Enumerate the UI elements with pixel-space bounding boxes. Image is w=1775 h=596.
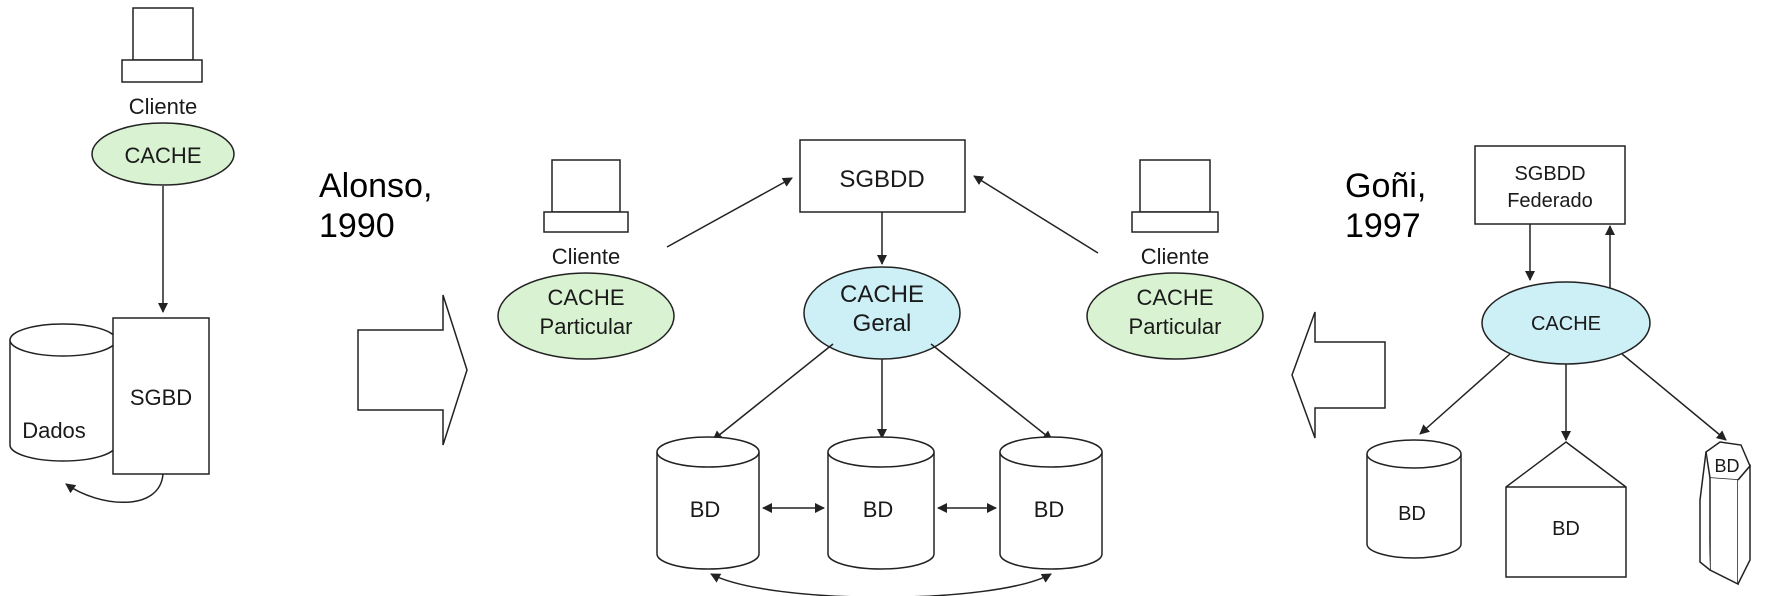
left-client-to-sgbdd-arrow	[666, 177, 793, 248]
left-block-arrow	[1291, 311, 1386, 439]
left-client-computer-icon	[121, 7, 203, 83]
center-right-private-cache-node	[1086, 272, 1264, 360]
center-global-cache-line2: Geral	[853, 310, 912, 337]
center-right-client-label: Cliente	[1141, 244, 1209, 269]
center-db1-cylinder	[656, 436, 760, 570]
center-right-cache-line2: Particular	[1129, 314, 1222, 339]
center-left-client-computer-icon	[543, 159, 629, 233]
center-db2-cylinder	[827, 436, 935, 570]
goni-label-line2: 1997	[1345, 207, 1421, 245]
center-db3-cylinder	[999, 436, 1103, 570]
left-data-cylinder	[9, 323, 117, 462]
global-cache-to-db3-arrow	[930, 343, 1053, 441]
center-left-cache-line1: CACHE	[547, 285, 624, 310]
right-sgbdd-federado-box	[1474, 145, 1626, 225]
right-cache-to-prism-arrow	[1621, 353, 1727, 441]
center-db3-label: BD	[1034, 497, 1065, 522]
left-cache-label: CACHE	[124, 143, 201, 168]
global-cache-to-db1-arrow	[712, 343, 834, 441]
center-left-cache-line2: Particular	[540, 314, 633, 339]
center-left-private-cache-node	[497, 272, 675, 360]
left-data-label: Dados	[22, 418, 86, 443]
right-cache-label: CACHE	[1531, 313, 1601, 335]
center-right-client-computer-icon	[1131, 159, 1219, 233]
right-sgbdd-line2: Federado	[1507, 190, 1593, 212]
right-db-house-label: BD	[1552, 518, 1580, 540]
center-right-cache-line1: CACHE	[1136, 285, 1213, 310]
right-db-house-shape	[1505, 441, 1627, 578]
center-left-client-label: Cliente	[552, 244, 620, 269]
left-cache-node	[91, 122, 235, 186]
db1-db3-bidirectional-arc	[710, 573, 1052, 596]
center-db1-label: BD	[690, 497, 721, 522]
left-sgbd-to-data-arrow	[65, 473, 164, 503]
center-sgbdd-label: SGBDD	[839, 166, 924, 193]
right-cache-to-cylinder-arrow	[1419, 353, 1511, 435]
center-db2-label: BD	[863, 497, 894, 522]
right-sgbdd-line1: SGBDD	[1514, 163, 1585, 185]
center-sgbdd-box	[799, 139, 966, 213]
left-sgbd-box	[112, 317, 210, 475]
left-sgbd-label: SGBD	[130, 385, 192, 410]
goni-label-line1: Goñi,	[1345, 167, 1426, 205]
right-db-cylinder-label: BD	[1398, 503, 1426, 525]
right-block-arrow	[357, 294, 468, 446]
right-db-prism-label: BD	[1714, 456, 1739, 476]
center-global-cache-line1: CACHE	[840, 281, 924, 308]
right-db-prism	[1699, 441, 1751, 586]
alonso-label-line1: Alonso,	[319, 167, 432, 205]
alonso-label-line2: 1990	[319, 207, 395, 245]
left-client-label: Cliente	[129, 94, 197, 119]
right-client-to-sgbdd-arrow	[973, 175, 1099, 254]
right-db-cylinder	[1366, 439, 1462, 559]
